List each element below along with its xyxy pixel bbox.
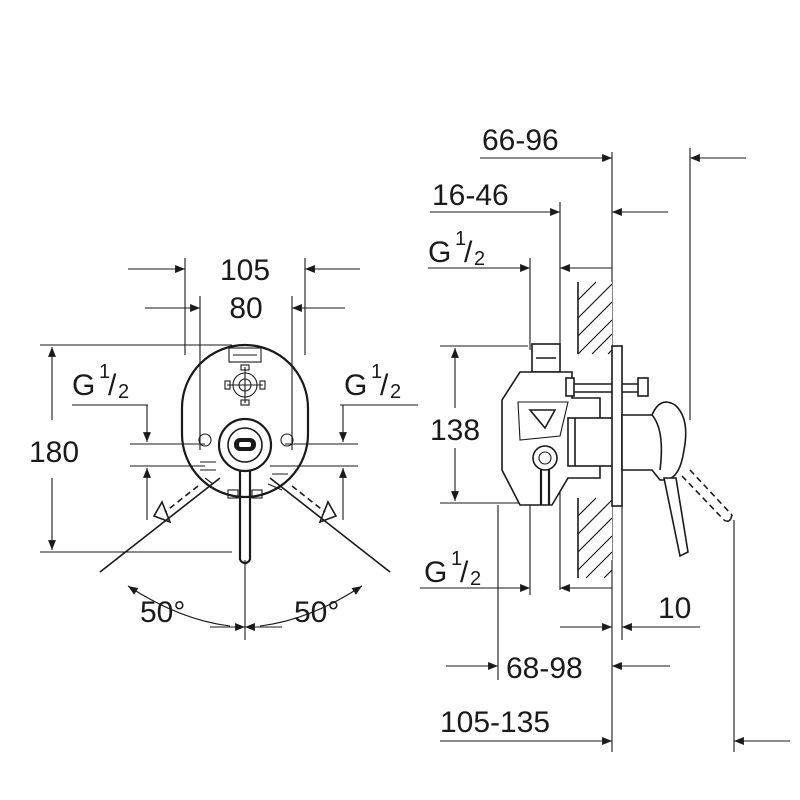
side-view: 66-96 16-46 G 1 / 2 138: [420, 124, 790, 752]
label-sup-bottom: 1: [451, 548, 462, 570]
dim-label-66-96: 66-96: [482, 124, 559, 157]
dimension-66-96: 66-96: [480, 124, 746, 560]
dimension-16-46: 16-46: [430, 179, 668, 590]
dimension-height-180: 180: [29, 344, 232, 553]
dimension-width-105: 105: [128, 254, 360, 355]
connection-top-g12: G 1 / 2: [428, 228, 612, 350]
dim-label-80: 80: [229, 292, 262, 325]
connection-right-g12: G 1 / 2: [285, 361, 418, 520]
label-g-left: G: [72, 369, 95, 402]
dim-label-180: 180: [29, 436, 79, 469]
connection-left-g12: G 1 / 2: [72, 361, 205, 520]
dim-label-68-98: 68-98: [506, 652, 583, 685]
label-slash-left: /: [108, 369, 117, 402]
angle-label-right: 50°: [294, 596, 339, 629]
dim-label-16-46: 16-46: [432, 179, 509, 212]
label-sub-left: 2: [118, 381, 129, 403]
rotation-lines: [99, 477, 391, 631]
label-sub-right: 2: [390, 381, 401, 403]
label-sup-left: 1: [99, 361, 110, 383]
label-g-bottom: G: [424, 556, 447, 589]
wall-section: [577, 281, 613, 579]
dimension-138: 138: [430, 345, 528, 504]
label-sub-bottom: 2: [470, 568, 481, 590]
dim-label-10: 10: [658, 592, 691, 625]
angle-label-left: 50°: [140, 596, 185, 629]
label-sup-top: 1: [455, 228, 466, 250]
dim-label-105-135: 105-135: [440, 706, 550, 739]
dimension-width-80: 80: [145, 292, 345, 450]
lever-handle: [238, 470, 252, 640]
label-slash-bottom: /: [460, 556, 469, 589]
dim-label-138: 138: [430, 414, 480, 447]
valve-cross-icon: [224, 364, 266, 406]
label-slash-top: /: [464, 236, 473, 269]
label-sup-right: 1: [371, 361, 382, 383]
label-g-top: G: [428, 236, 451, 269]
label-sub-top: 2: [474, 248, 485, 270]
label-slash-right: /: [380, 369, 389, 402]
front-view: 105 80 180 G 1 / 2: [29, 254, 418, 640]
dimension-10: 10: [560, 506, 700, 640]
handle-knob-icon: [217, 417, 273, 473]
connection-bottom-g12: G 1 / 2: [420, 505, 612, 680]
dim-label-105: 105: [220, 254, 270, 287]
mixer-body: [501, 343, 621, 506]
cover-plate: [180, 343, 310, 499]
label-g-right: G: [344, 369, 367, 402]
front-plate: [611, 345, 733, 558]
dimension-105-135: 105-135: [440, 520, 790, 752]
dimension-68-98: 68-98: [446, 560, 670, 685]
